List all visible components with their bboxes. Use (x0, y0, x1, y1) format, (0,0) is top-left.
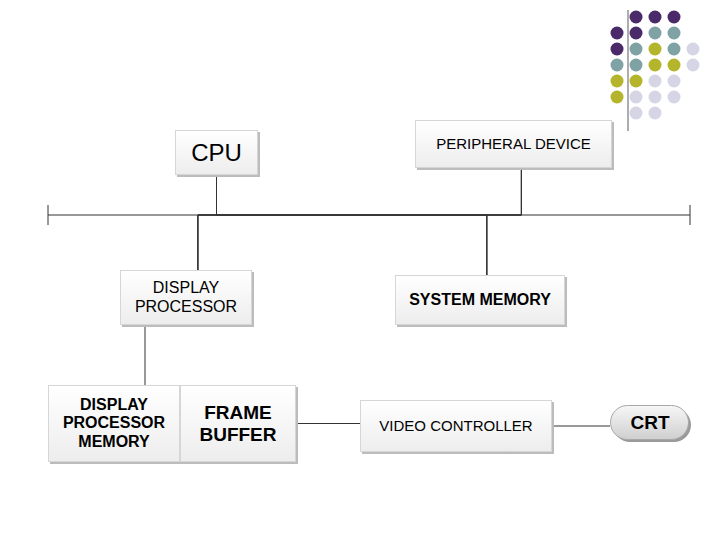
decor-dot (668, 27, 681, 40)
decor-dot (611, 27, 624, 40)
decor-dot (649, 27, 662, 40)
video-controller-box: VIDEO CONTROLLER (360, 400, 552, 452)
decor-dots (611, 11, 700, 120)
crt-display: CRT (610, 405, 690, 441)
decor-dot (668, 11, 681, 24)
bus-connector (487, 168, 522, 275)
decor-dot (630, 59, 643, 72)
display-processor-box: DISPLAY PROCESSOR (120, 270, 252, 325)
peripheral-box: PERIPHERAL DEVICE (415, 120, 612, 168)
decor-dot (630, 43, 643, 56)
decor-dot (649, 107, 662, 120)
system-memory-box: SYSTEM MEMORY (395, 275, 565, 325)
bus-connector (198, 215, 487, 275)
box-label: PERIPHERAL DEVICE (436, 135, 591, 152)
decor-dot (630, 27, 643, 40)
bus-connector (296, 423, 360, 424)
box-label: FRAME BUFFER (185, 402, 291, 446)
box-label: DISPLAY PROCESSOR MEMORY (53, 396, 175, 451)
decor-dot (611, 43, 624, 56)
frame-buffer-box: FRAME BUFFER (180, 385, 296, 462)
decor-dot (630, 75, 643, 88)
decor-dot (630, 107, 643, 120)
decor-dot (611, 75, 624, 88)
box-label: DISPLAY PROCESSOR (125, 279, 247, 316)
decor-dot (611, 59, 624, 72)
decor-dot (611, 91, 624, 104)
cpu-box: CPU (175, 130, 258, 175)
decor-dot (668, 59, 681, 72)
decor-dot (649, 11, 662, 24)
bus-connector (217, 175, 487, 275)
bus-connector (198, 168, 522, 270)
decor-dot (687, 59, 700, 72)
decor-dot (668, 43, 681, 56)
processor-memory-box: DISPLAY PROCESSOR MEMORY (48, 385, 180, 462)
decor-dot (630, 11, 643, 24)
box-label: SYSTEM MEMORY (409, 291, 551, 309)
decor-dot (687, 43, 700, 56)
bus-connector (217, 168, 522, 215)
divider-line (627, 10, 628, 131)
decor-dot (649, 43, 662, 56)
box-label: VIDEO CONTROLLER (379, 417, 532, 434)
bus-connector (145, 325, 146, 385)
box-label: CPU (191, 139, 242, 167)
decor-dot (649, 91, 662, 104)
bus-connector (198, 175, 217, 270)
decor-dot (649, 75, 662, 88)
bus-connector (552, 426, 610, 427)
decor-dot (649, 59, 662, 72)
decor-dot (630, 91, 643, 104)
decor-dot (668, 75, 681, 88)
decor-dot (668, 91, 681, 104)
box-label: CRT (630, 412, 669, 434)
